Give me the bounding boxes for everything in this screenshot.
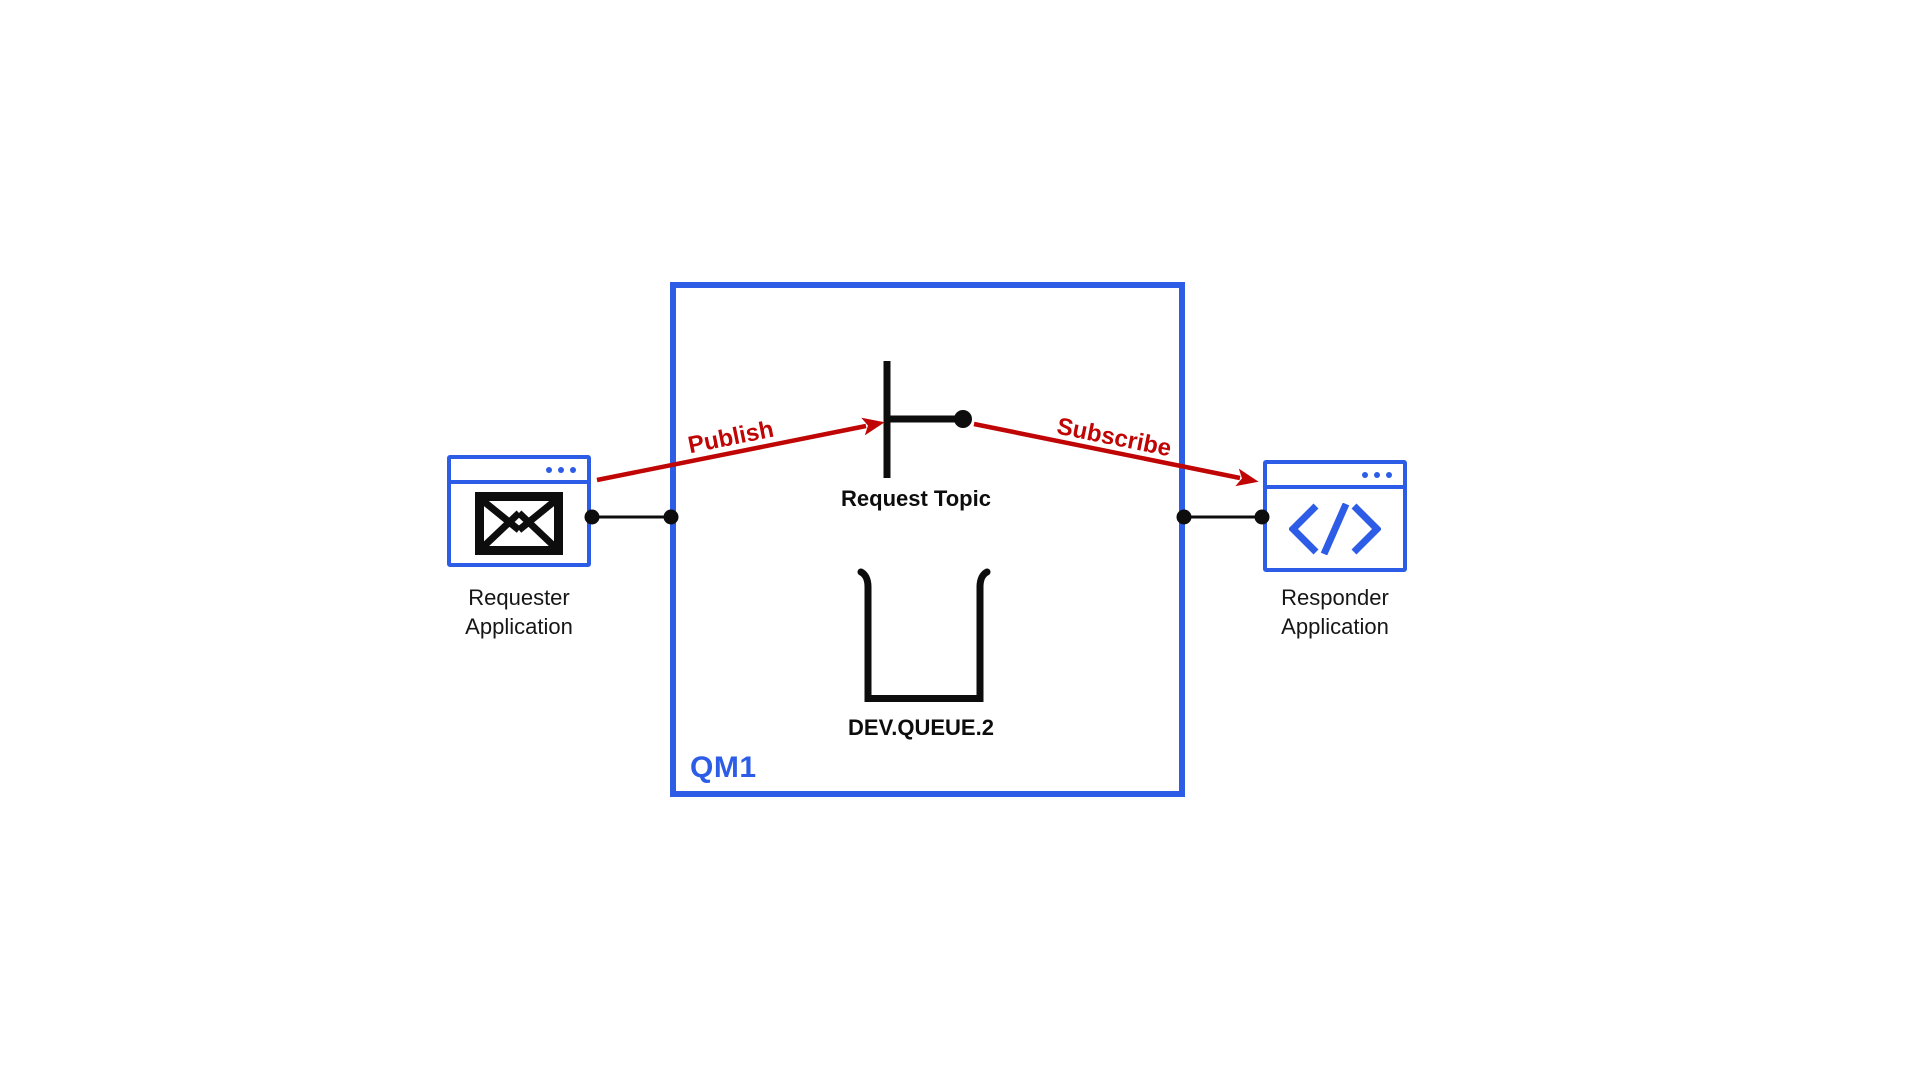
queue-manager-name: QM1 [690,751,757,784]
subscribe-arrow [973,421,1259,487]
responder-connection [1176,509,1270,525]
ellipsis-dot-icon [558,466,564,473]
connection-dot [663,509,679,525]
connection-dot [584,509,600,525]
ellipsis-dot-icon [1386,471,1392,478]
ellipsis-dot-icon [1362,471,1368,478]
requester-application-window [447,455,591,567]
queue-name: DEV.QUEUE.2 [848,715,994,740]
envelope-icon [475,492,563,555]
requester-window-body [451,484,587,563]
requester-window-titlebar [451,459,587,484]
publish-arrow [596,417,885,483]
responder-window-titlebar [1267,464,1403,489]
responder-window-body [1267,489,1403,568]
responder-application-label: Responder Application [1281,585,1389,639]
topic-tee-icon [883,361,972,478]
requester-connection [584,509,679,525]
queue-manager-box: QM1 [670,282,1185,797]
code-brackets-icon [1289,502,1381,555]
topic-name: Request Topic [841,486,991,511]
connection-dot [1254,509,1270,525]
responder-application-window [1263,460,1407,572]
queue-bucket-icon [857,568,991,702]
connection-dot [1176,509,1192,525]
ellipsis-dot-icon [1374,471,1380,478]
requester-application-label: Requester Application [465,585,573,639]
ellipsis-dot-icon [546,466,552,473]
ellipsis-dot-icon [570,466,576,473]
